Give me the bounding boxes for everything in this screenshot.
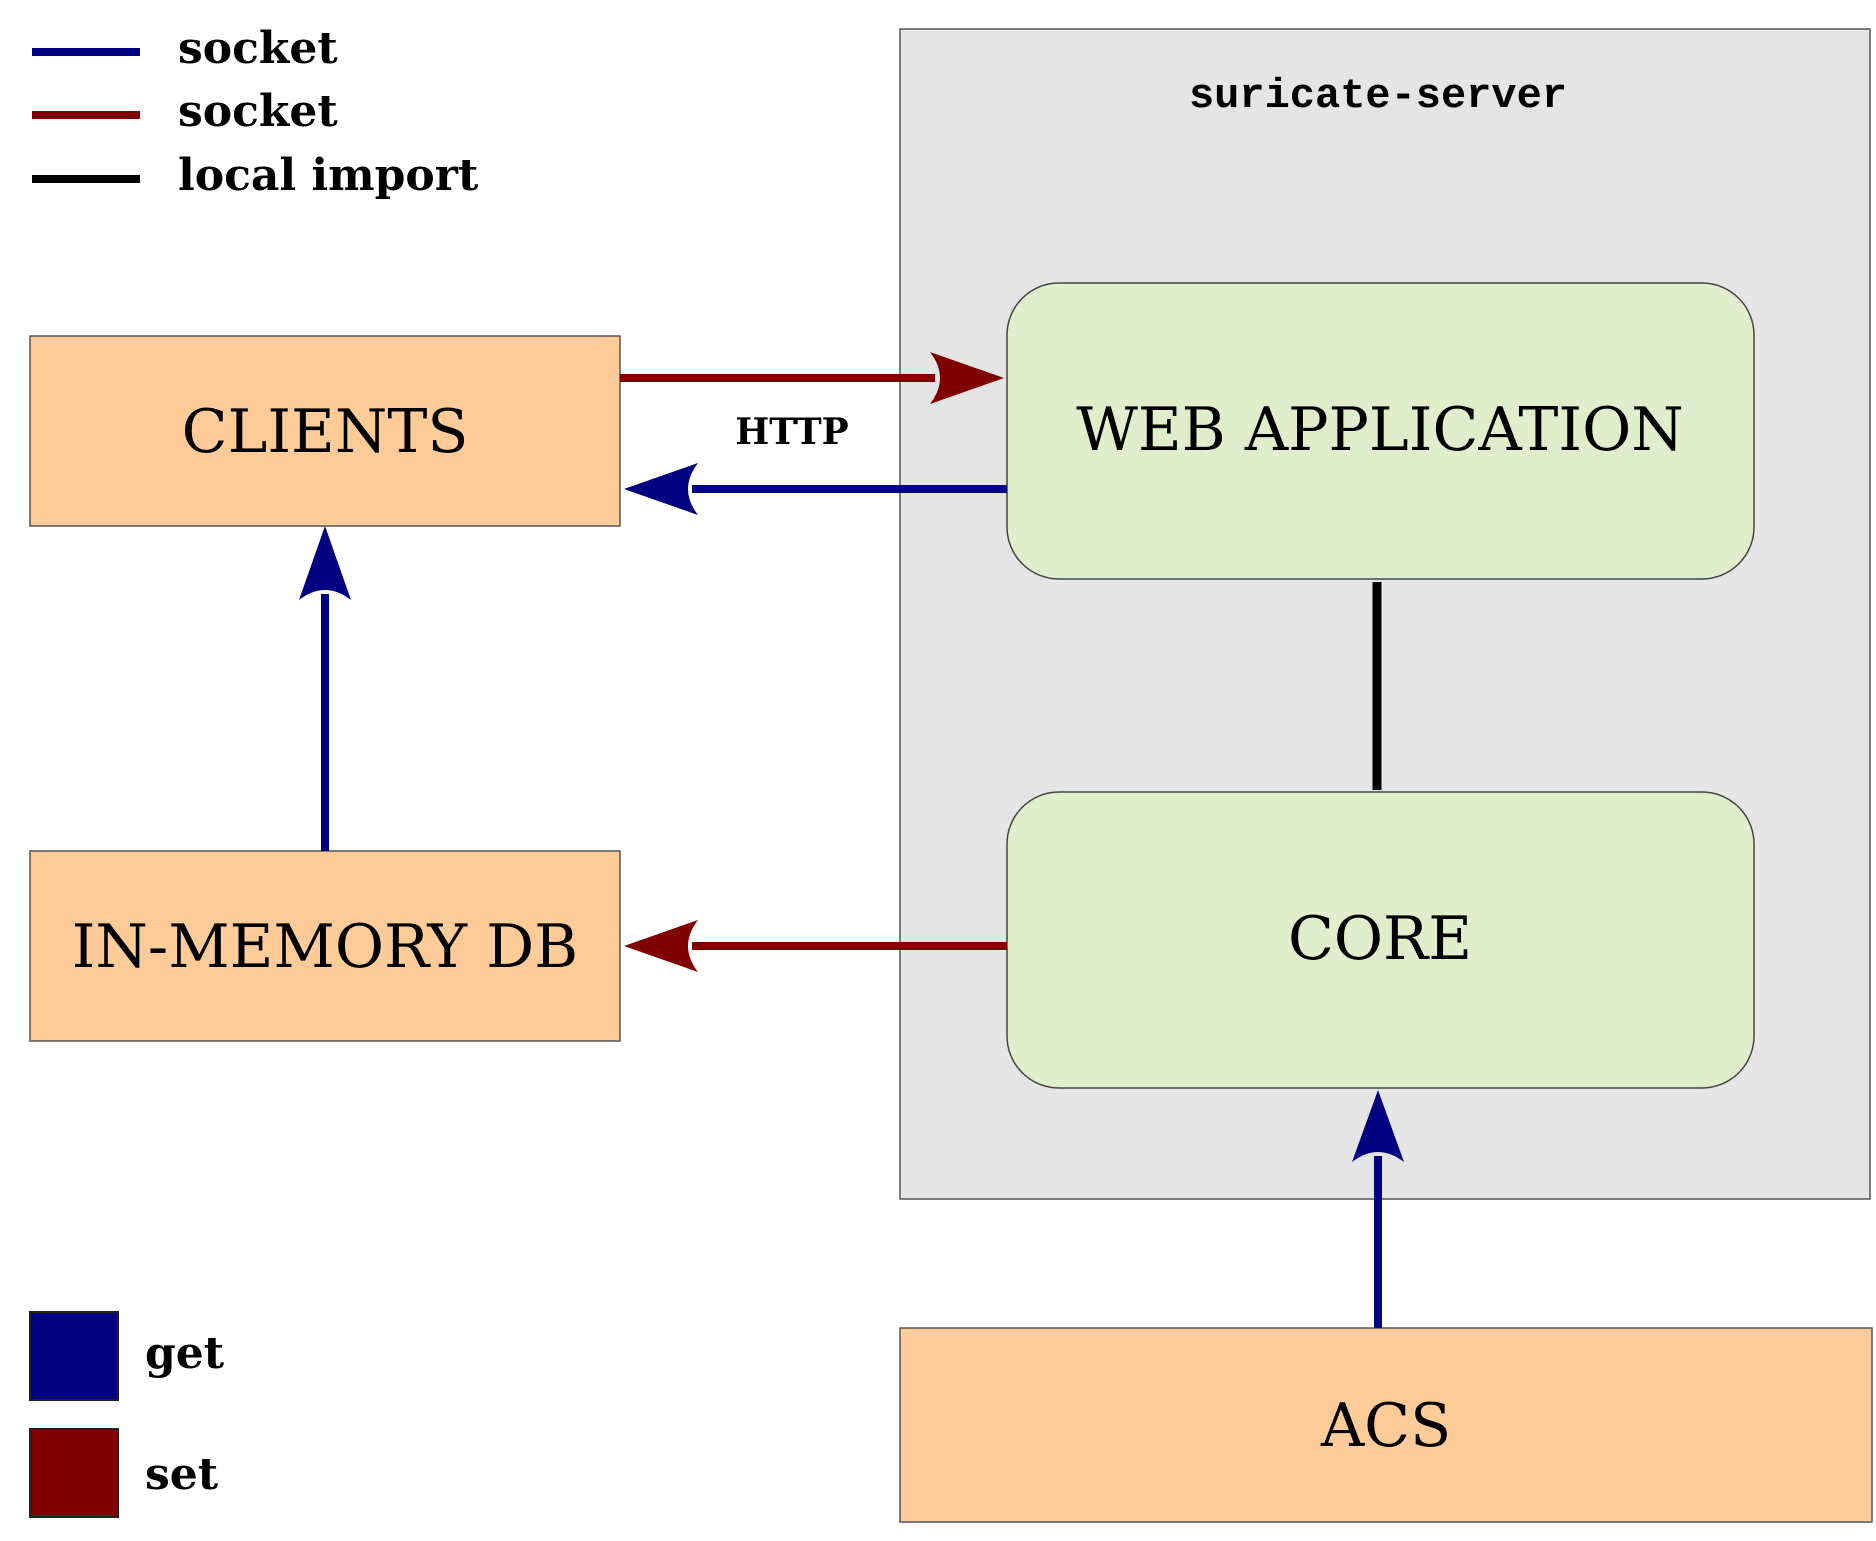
legend-label-socket-blue: socket	[178, 23, 338, 74]
core-label: CORE	[1288, 904, 1472, 974]
color-legend: get set	[29, 1311, 225, 1518]
http-label: HTTP	[735, 411, 848, 453]
edge-acs-to-core	[1352, 1090, 1404, 1328]
core-node: CORE	[1006, 791, 1755, 1089]
legend-swatch-get	[29, 1311, 119, 1401]
legend-label-set: set	[145, 1449, 219, 1500]
clients-node: CLIENTS	[29, 335, 621, 527]
web-application-node: WEB APPLICATION	[1006, 282, 1755, 580]
legend-label-get: get	[145, 1328, 225, 1379]
legend-label-local-import: local import	[178, 150, 479, 201]
in-memory-db-node: IN-MEMORY DB	[29, 850, 621, 1042]
acs-label: ACS	[1320, 1391, 1451, 1461]
legend-label-socket-red: socket	[178, 86, 338, 137]
in-memory-db-label: IN-MEMORY DB	[72, 912, 579, 982]
edge-web-application-to-clients	[624, 463, 1007, 515]
edge-core-to-in-memory-db	[624, 920, 1007, 972]
server-title: suricate-server	[1189, 72, 1567, 120]
legend-swatch-set	[29, 1428, 119, 1518]
web-application-label: WEB APPLICATION	[1076, 395, 1684, 465]
edge-clients-to-web-application	[620, 352, 1004, 404]
edge-in-memory-db-to-clients	[299, 526, 351, 851]
line-legend: socket socket local import	[32, 23, 479, 201]
acs-node: ACS	[899, 1327, 1873, 1523]
clients-label: CLIENTS	[182, 397, 469, 467]
